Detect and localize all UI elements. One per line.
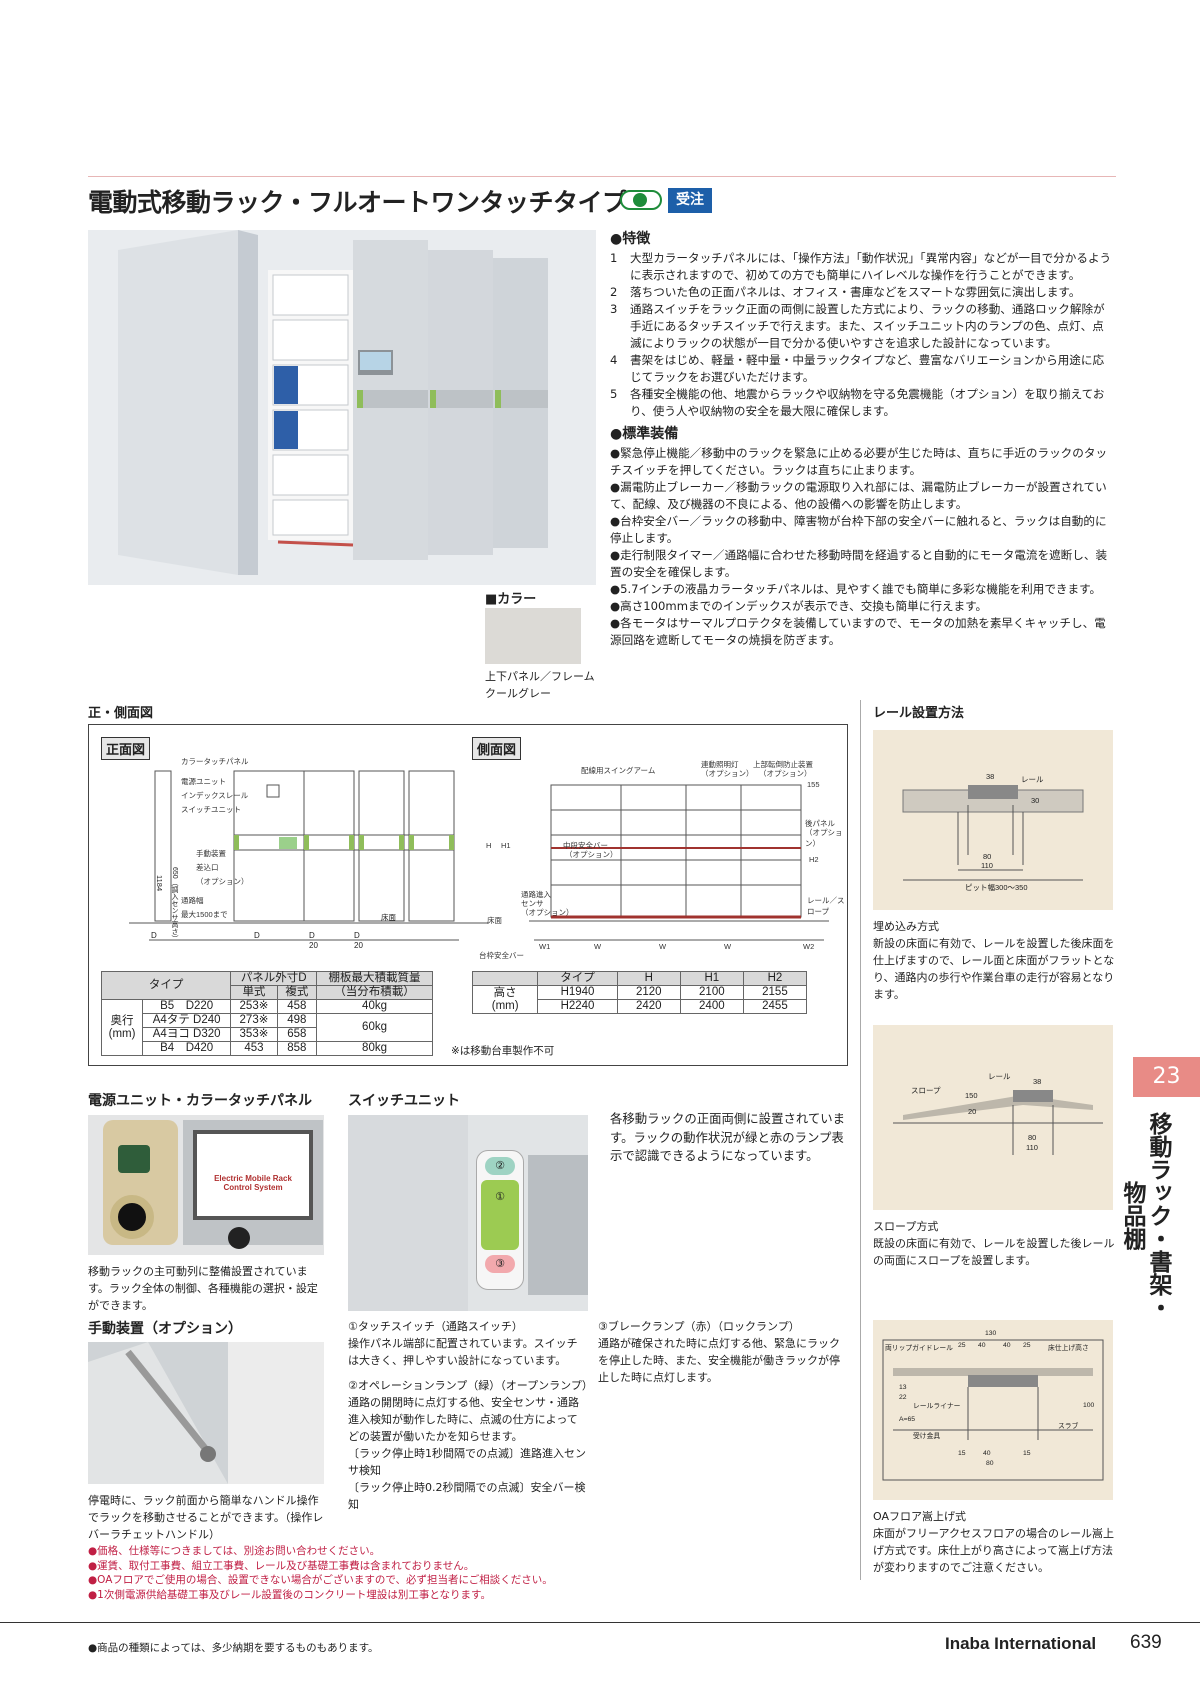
order-badge: 受注 <box>668 188 712 213</box>
diagram-box: 正面図 側面図 カラータッチパネル電源ユニットインデックスレールスイッチユニット… <box>88 724 848 1066</box>
switch-desc-1: ①タッチスイッチ（通路スイッチ）操作パネル端部に配置されています。スイッチは大き… <box>348 1320 593 1511</box>
features-heading: ●特徴 <box>610 231 651 247</box>
diagram-heading: 正・側面図 <box>88 706 154 721</box>
switch-intro: 各移動ラックの正面両側に設置されています。ラックの動作状況が緑と赤のランプ表示で… <box>610 1111 846 1163</box>
standard-heading: ●標準装備 <box>610 426 679 442</box>
product-photo <box>88 230 596 585</box>
switch-heading: スイッチユニット <box>348 1093 460 1109</box>
switch-desc-2: ③ブレークランプ（赤）（ロックランプ）通路が確保された時に点灯する他、緊急にラッ… <box>598 1320 840 1384</box>
standard-item: ●高さ100mmまでのインデックスが表示でき、交換も簡単に行えます。 <box>610 599 988 613</box>
lamp-2: ② <box>485 1157 515 1175</box>
footer-note: ●商品の種類によっては、多少納期を要するものもあります。 <box>88 1642 379 1654</box>
standard-item: ●5.7インチの液晶カラータッチパネルは、見やすく誰でも簡単に多彩な機能を利用で… <box>610 582 1102 596</box>
manual-heading: 手動装置（オプション） <box>88 1321 242 1337</box>
green-g-logo-icon <box>620 190 662 210</box>
front-side-drawing <box>129 770 829 941</box>
rail-oa-text: OAフロア嵩上げ式床面がフリーアクセスフロアの場合のレール嵩上げ方式です。床仕上… <box>873 1510 1115 1574</box>
dim-1184: 1184 <box>155 875 164 892</box>
color-heading: ■カラー <box>485 592 537 607</box>
switch-photo: ② ① ③ <box>348 1115 588 1311</box>
power-text: 移動ラックの主可動列に整備設置されています。ラック全体の制御、各種機能の選択・設… <box>88 1265 318 1312</box>
color-swatch <box>485 608 581 664</box>
page-title: 電動式移動ラック・フルオートワンタッチタイプ <box>88 188 627 217</box>
power-heading: 電源ユニット・カラータッチパネル <box>88 1093 312 1109</box>
notes: ●価格、仕様等につきましては、別途お問い合わせください。●運賃、取付工事費、組立… <box>88 1545 553 1601</box>
brand-name: Inaba International <box>945 1634 1097 1653</box>
page-number: 639 <box>1130 1632 1162 1653</box>
footer-divider <box>0 1622 1200 1623</box>
floor-label: 床面 <box>381 913 396 922</box>
color-caption: 上下パネル／フレームクールグレー <box>485 670 595 700</box>
side-diagram-labels: 配線用スイングアーム 連動照明灯（オプション） 上部転倒防止装置（オプション） … <box>479 760 845 960</box>
lamp-3: ③ <box>485 1255 515 1273</box>
side-view-label: 側面図 <box>472 737 522 760</box>
standard-item: ●緊急停止機能／移動中のラックを緊急に止める必要が生じた時は、直ちに手近のラック… <box>610 446 1108 477</box>
front-view-label: 正面図 <box>101 737 151 760</box>
standard-item: ●走行制限タイマー／通路幅に合わせた移動時間を経過すると自動的にモータ電流を遮断… <box>610 548 1108 579</box>
standard-item: ●各モータはサーマルプロテクタを装備していますので、モータの加熱を素早くキャッチ… <box>610 616 1106 647</box>
front-diagram-labels: カラータッチパネル電源ユニットインデックスレールスイッチユニット 手動装置差込口… <box>181 757 249 919</box>
table-note: ※は移動台車製作不可 <box>451 1045 555 1057</box>
column-divider <box>860 700 861 1580</box>
chapter-tab: 23 <box>1133 1057 1200 1097</box>
standard-item: ●台枠安全バー／ラックの移動中、障害物が台枠下部の安全バーに触れると、ラックは自… <box>610 514 1107 545</box>
top-divider <box>88 176 1116 177</box>
dim-650: 650（調入センサ高さ） <box>171 867 178 942</box>
rail-embed-text: 埋め込み方式新設の床面に有効で、レールを設置した後床面を仕上げますので、レール面… <box>873 920 1115 1001</box>
rail-heading: レール設置方法 <box>873 706 965 721</box>
standard-item: ●漏電防止ブレーカー／移動ラックの電源取り入れ部には、漏電防止ブレーカーが設置さ… <box>610 480 1107 511</box>
touch-switch: ① <box>481 1180 519 1250</box>
manual-text: 停電時に、ラック前面から簡単なハンドル操作でラックを移動させることができます。（… <box>88 1494 324 1541</box>
rail-slope-text: スロープ方式既設の床面に有効で、レールを設置した後レールの両面にスロープを設置し… <box>873 1220 1115 1267</box>
chapter-title: 移動ラック・書架・物品棚 <box>1119 1111 1171 1319</box>
manual-photo <box>88 1342 324 1484</box>
